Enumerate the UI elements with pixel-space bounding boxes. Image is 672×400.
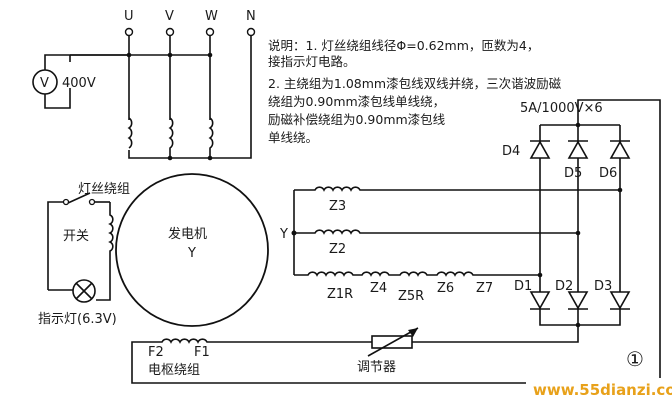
- winding-z3: [294, 186, 620, 192]
- terminal-u: [124, 27, 134, 37]
- diode-d3: [609, 291, 631, 310]
- description-notes: 说明：1. 灯丝绕组线径Φ=0.62mm，匝数为4， 接指示灯电路。 2. 主绕…: [268, 38, 562, 145]
- diode-d6-label: D6: [599, 166, 617, 181]
- junction: [537, 272, 543, 278]
- figure-number: ①: [626, 347, 644, 371]
- field-f1-label: F1: [194, 345, 210, 360]
- terminal-w-label: W: [205, 9, 218, 24]
- switch-label: 开关: [63, 229, 89, 244]
- note-line-4: 绕组为0.90mm漆包线单线绕，: [268, 94, 445, 109]
- voltmeter-symbol: V: [40, 76, 49, 91]
- phase-terminals: U V W N: [124, 9, 256, 37]
- winding-z2: [294, 229, 578, 235]
- diode-d4: [529, 140, 551, 159]
- winding-z6-label: Z6: [437, 281, 454, 296]
- generator-title: 发电机: [168, 226, 207, 242]
- junction: [167, 155, 173, 161]
- winding-u: [127, 117, 133, 149]
- junction: [126, 52, 132, 58]
- note-line-2: 接指示灯电路。: [268, 54, 356, 69]
- junction: [617, 187, 623, 193]
- diode-d4-label: D4: [502, 144, 520, 159]
- winding-z7-label: Z7: [476, 281, 493, 296]
- generator-connection: Y: [187, 246, 196, 261]
- filament-winding-coil: [96, 202, 114, 301]
- regulator-variable-arrow: [367, 327, 419, 357]
- switch-contact: [88, 198, 96, 206]
- winding-v: [168, 117, 174, 158]
- terminal-n-label: N: [246, 9, 256, 24]
- winding-z4-label: Z4: [370, 281, 387, 296]
- terminal-u-label: U: [124, 9, 134, 24]
- field-f2-label: F2: [148, 345, 164, 360]
- voltmeter-icon: [32, 69, 58, 95]
- terminal-v: [165, 27, 175, 37]
- diode-d5: [567, 140, 589, 159]
- winding-z3-label: Z3: [329, 199, 346, 214]
- arrow-head-icon: [408, 328, 418, 337]
- note-line-6: 单线绕。: [268, 130, 318, 145]
- terminal-w: [205, 27, 215, 37]
- rectifier-rating: 5A/1000V×6: [520, 101, 603, 116]
- diode-d2: [567, 291, 589, 310]
- watermark: www.55dianzi.com: [533, 381, 672, 399]
- terminal-n: [246, 27, 256, 37]
- diode-d2-label: D2: [555, 279, 573, 294]
- winding-z1r-z7: [294, 271, 540, 277]
- voltmeter-reading: 400V: [62, 76, 96, 91]
- switch-contact: [62, 198, 70, 206]
- generator-circle: [115, 173, 269, 327]
- winding-z1r-label: Z1R: [327, 287, 353, 302]
- terminal-v-label: V: [165, 9, 174, 24]
- diode-d3-label: D3: [594, 279, 612, 294]
- note-line-3: 2. 主绕组为1.08mm漆包线双线并绕，三次谐波励磁: [268, 76, 562, 91]
- note-line-5: 励磁补偿绕组为0.90mm漆包线: [268, 112, 446, 127]
- winding-z5r-label: Z5R: [398, 289, 424, 304]
- wire-switch-left: [47, 201, 64, 290]
- winding-z2-label: Z2: [329, 242, 346, 257]
- lamp-cross: [75, 282, 93, 300]
- indicator-lamp-label: 指示灯(6.3V): [38, 312, 117, 327]
- diode-d1: [529, 291, 551, 310]
- diode-d1-label: D1: [514, 279, 532, 294]
- diode-d5-label: D5: [564, 166, 582, 181]
- winding-w: [208, 117, 214, 158]
- switch-icon: [67, 192, 91, 204]
- watermark-bg: [526, 378, 672, 400]
- junction: [575, 230, 581, 236]
- note-line-1: 说明：1. 灯丝绕组线径Φ=0.62mm，匝数为4，: [268, 38, 539, 53]
- wire-n-neutral: [128, 36, 252, 159]
- star-point-label: Y: [279, 227, 288, 242]
- regulator-label: 调节器: [357, 360, 396, 375]
- field-loop-wire: [131, 99, 661, 384]
- voltmeter-wire-bottom: [44, 55, 71, 109]
- junction: [207, 155, 213, 161]
- filament-winding-label: 灯丝绕组: [78, 182, 130, 197]
- field-winding-label: 电枢绕组: [148, 363, 200, 378]
- diode-d6: [609, 140, 631, 159]
- regulator-to-bridge: [412, 325, 579, 343]
- voltmeter-wire-top: [44, 54, 129, 70]
